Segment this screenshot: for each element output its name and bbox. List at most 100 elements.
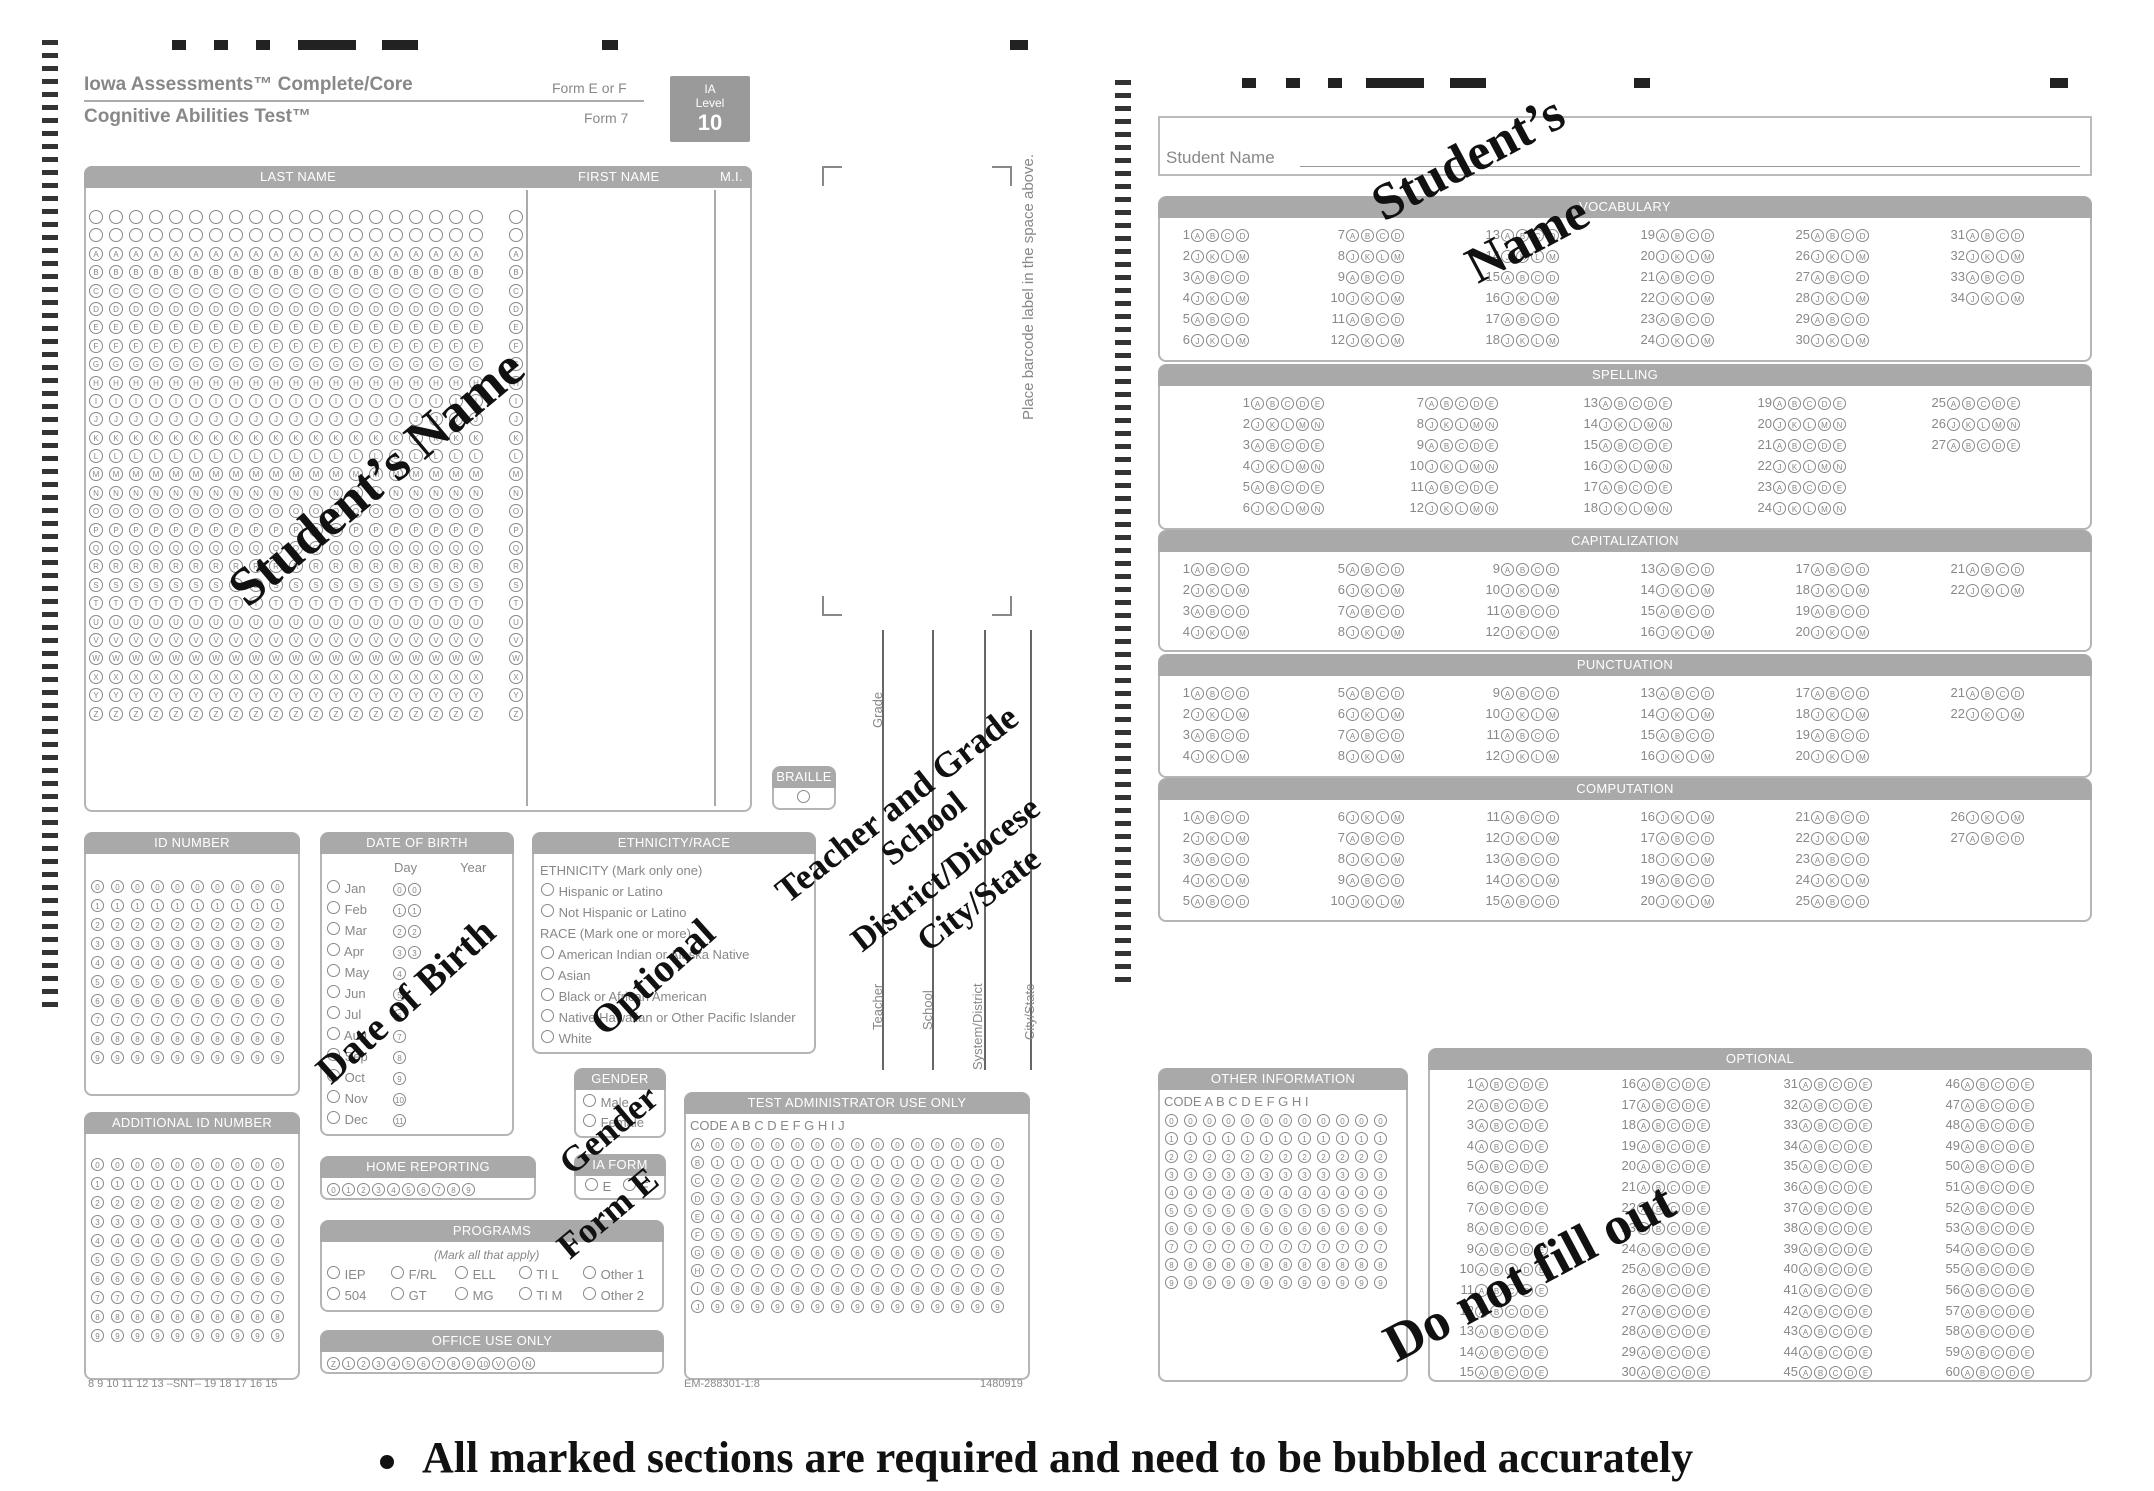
answer-bubble[interactable]: N xyxy=(469,485,483,500)
answer-bubble[interactable]: 7 xyxy=(432,1183,445,1196)
answer-bubble[interactable]: 9 xyxy=(791,1300,804,1313)
answer-bubble[interactable]: E xyxy=(1859,1180,1872,1194)
answer-bubble[interactable]: G xyxy=(269,357,283,372)
answer-bubble[interactable]: D xyxy=(1391,729,1404,742)
answer-bubble[interactable]: C xyxy=(691,1174,704,1187)
answer-bubble[interactable]: I xyxy=(229,393,243,408)
answer-bubble[interactable]: I xyxy=(349,393,363,408)
answer-bubble[interactable]: S xyxy=(189,577,203,592)
answer-bubble[interactable]: L xyxy=(1376,895,1389,908)
answer-bubble[interactable]: A xyxy=(1475,1242,1488,1256)
answer-bubble[interactable]: J xyxy=(469,412,483,427)
answer-bubble[interactable]: 2 xyxy=(357,1183,370,1196)
answer-bubble[interactable]: J xyxy=(349,412,363,427)
answer-bubble[interactable]: B xyxy=(1981,229,1994,242)
answer-bubble[interactable]: D xyxy=(329,301,343,316)
answer-bubble[interactable]: L xyxy=(229,449,243,464)
answer-bubble[interactable]: 8 xyxy=(447,1357,460,1370)
answer-bubble[interactable]: K xyxy=(1981,811,1994,824)
answer-bubble[interactable]: U xyxy=(289,614,303,629)
answer-bubble[interactable]: A xyxy=(1799,1139,1812,1153)
answer-bubble[interactable]: M xyxy=(1391,750,1404,763)
answer-bubble[interactable]: M xyxy=(1391,250,1404,263)
answer-bubble[interactable]: E xyxy=(449,320,463,335)
answer-bubble[interactable]: V xyxy=(89,632,103,647)
answer-bubble[interactable]: 6 xyxy=(891,1246,904,1259)
answer-bubble[interactable]: B xyxy=(229,265,243,280)
answer-bubble[interactable]: J xyxy=(1656,811,1669,824)
answer-bubble[interactable] xyxy=(349,210,363,224)
answer-bubble[interactable]: E xyxy=(1311,439,1324,452)
answer-bubble[interactable] xyxy=(89,228,103,243)
answer-bubble[interactable]: L xyxy=(1221,584,1234,597)
answer-bubble[interactable]: 5 xyxy=(231,1253,244,1266)
answer-bubble[interactable]: A xyxy=(1346,563,1359,576)
answer-bubble[interactable]: G xyxy=(89,357,103,372)
answer-bubble[interactable]: 6 xyxy=(1374,1222,1387,1235)
answer-bubble[interactable]: J xyxy=(1501,750,1514,763)
answer-bubble[interactable]: 3 xyxy=(951,1192,964,1205)
answer-bubble[interactable]: K xyxy=(1361,895,1374,908)
answer-bubble[interactable]: 6 xyxy=(151,994,164,1007)
answer-bubble[interactable]: C xyxy=(1221,687,1234,700)
answer-bubble[interactable]: B xyxy=(1814,1160,1827,1174)
answer-bubble[interactable] xyxy=(469,228,483,243)
answer-bubble[interactable]: 2 xyxy=(1241,1150,1254,1163)
answer-bubble[interactable]: M xyxy=(389,467,403,482)
answer-bubble[interactable]: 0 xyxy=(1203,1114,1216,1127)
answer-bubble[interactable]: S xyxy=(429,577,443,592)
answer-bubble[interactable]: D xyxy=(1856,229,1869,242)
answer-bubble[interactable]: 0 xyxy=(131,1158,144,1171)
answer-bubble[interactable]: 5 xyxy=(711,1228,724,1241)
answer-bubble[interactable]: 2 xyxy=(91,1196,104,1209)
answer-bubble[interactable]: 3 xyxy=(811,1192,824,1205)
ethnicity-bubble[interactable] xyxy=(541,883,554,896)
answer-bubble[interactable]: D xyxy=(1520,1325,1533,1339)
answer-bubble[interactable]: W xyxy=(109,651,123,666)
answer-bubble[interactable]: 8 xyxy=(447,1183,460,1196)
answer-bubble[interactable]: M xyxy=(429,467,443,482)
answer-bubble[interactable]: D xyxy=(1844,1345,1857,1359)
answer-bubble[interactable]: 9 xyxy=(711,1300,724,1313)
answer-bubble[interactable]: 3 xyxy=(1336,1168,1349,1181)
answer-bubble[interactable]: K xyxy=(1516,832,1529,845)
answer-bubble[interactable]: S xyxy=(109,577,123,592)
answer-bubble[interactable]: D xyxy=(129,301,143,316)
answer-bubble[interactable]: A xyxy=(1811,271,1824,284)
dob-day-bubbles[interactable]: 8 xyxy=(392,1046,407,1067)
answer-bubble[interactable]: 7 xyxy=(1222,1240,1235,1253)
answer-bubble[interactable]: P xyxy=(409,522,423,537)
answer-bubble[interactable]: E xyxy=(1697,1119,1710,1133)
answer-bubble[interactable]: 0 xyxy=(171,880,184,893)
answer-bubble[interactable]: 6 xyxy=(1203,1222,1216,1235)
answer-bubble[interactable]: J xyxy=(1811,250,1824,263)
answer-bubble[interactable]: R xyxy=(149,559,163,574)
answer-bubble[interactable]: B xyxy=(89,265,103,280)
answer-bubble[interactable]: K xyxy=(1671,292,1684,305)
answer-bubble[interactable]: 8 xyxy=(393,1051,406,1064)
answer-bubble[interactable]: M xyxy=(1856,626,1869,639)
answer-bubble[interactable]: A xyxy=(1637,1366,1650,1380)
answer-bubble[interactable]: A xyxy=(1191,811,1204,824)
answer-bubble[interactable]: A xyxy=(209,246,223,261)
answer-bubble[interactable]: 9 xyxy=(251,1051,264,1064)
answer-bubble[interactable]: N xyxy=(109,485,123,500)
answer-bubble[interactable]: J xyxy=(1191,750,1204,763)
answer-bubble[interactable]: L xyxy=(389,449,403,464)
answer-bubble[interactable]: K xyxy=(129,430,143,445)
answer-bubble[interactable]: 5 xyxy=(731,1228,744,1241)
answer-bubble[interactable]: I xyxy=(691,1282,704,1295)
answer-bubble[interactable]: 4 xyxy=(1260,1186,1273,1199)
answer-bubble[interactable]: 7 xyxy=(1374,1240,1387,1253)
answer-bubble[interactable]: 6 xyxy=(251,994,264,1007)
answer-bubble[interactable]: C xyxy=(1991,1160,2004,1174)
answer-bubble[interactable]: I xyxy=(129,393,143,408)
